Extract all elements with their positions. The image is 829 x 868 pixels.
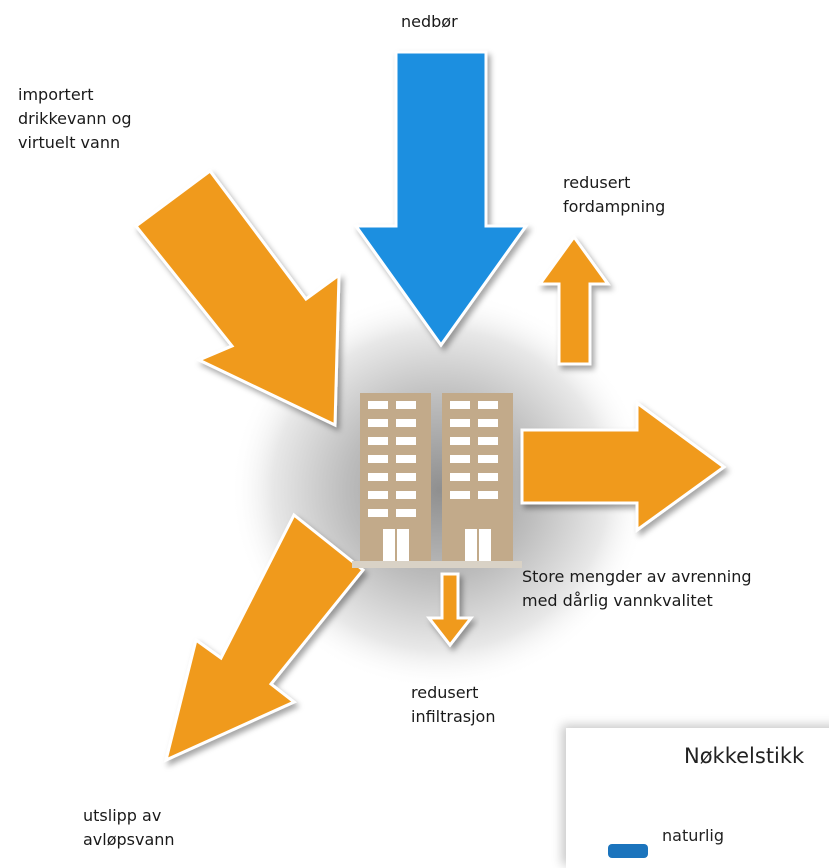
precipitation-arrow (353, 50, 529, 348)
infiltration-arrow (425, 572, 475, 648)
evaporation-label: redusert fordampning (563, 173, 666, 216)
wastewater-label: utslipp av avløpsvann (83, 806, 175, 849)
city-buildings (352, 393, 522, 568)
key-panel: Nøkkelstikk naturlig (566, 728, 829, 868)
wastewater-arrow (163, 512, 366, 763)
key-swatch-natural (608, 844, 648, 858)
key-title: Nøkkelstikk (684, 744, 805, 768)
evaporation-arrow (537, 234, 611, 366)
infiltration-label: redusert infiltrasjon (411, 683, 496, 726)
building-windows (368, 401, 498, 561)
runoff-arrow (520, 400, 727, 533)
imported-water-arrow (133, 168, 341, 428)
runoff-label: Store mengder av avrenning med dårlig va… (522, 567, 752, 610)
key-label-natural: naturlig (662, 826, 724, 845)
imported-water-label: importert drikkevann og virtuelt vann (18, 85, 132, 152)
door-frames (383, 521, 491, 561)
precipitation-label: nedbør (401, 12, 458, 31)
